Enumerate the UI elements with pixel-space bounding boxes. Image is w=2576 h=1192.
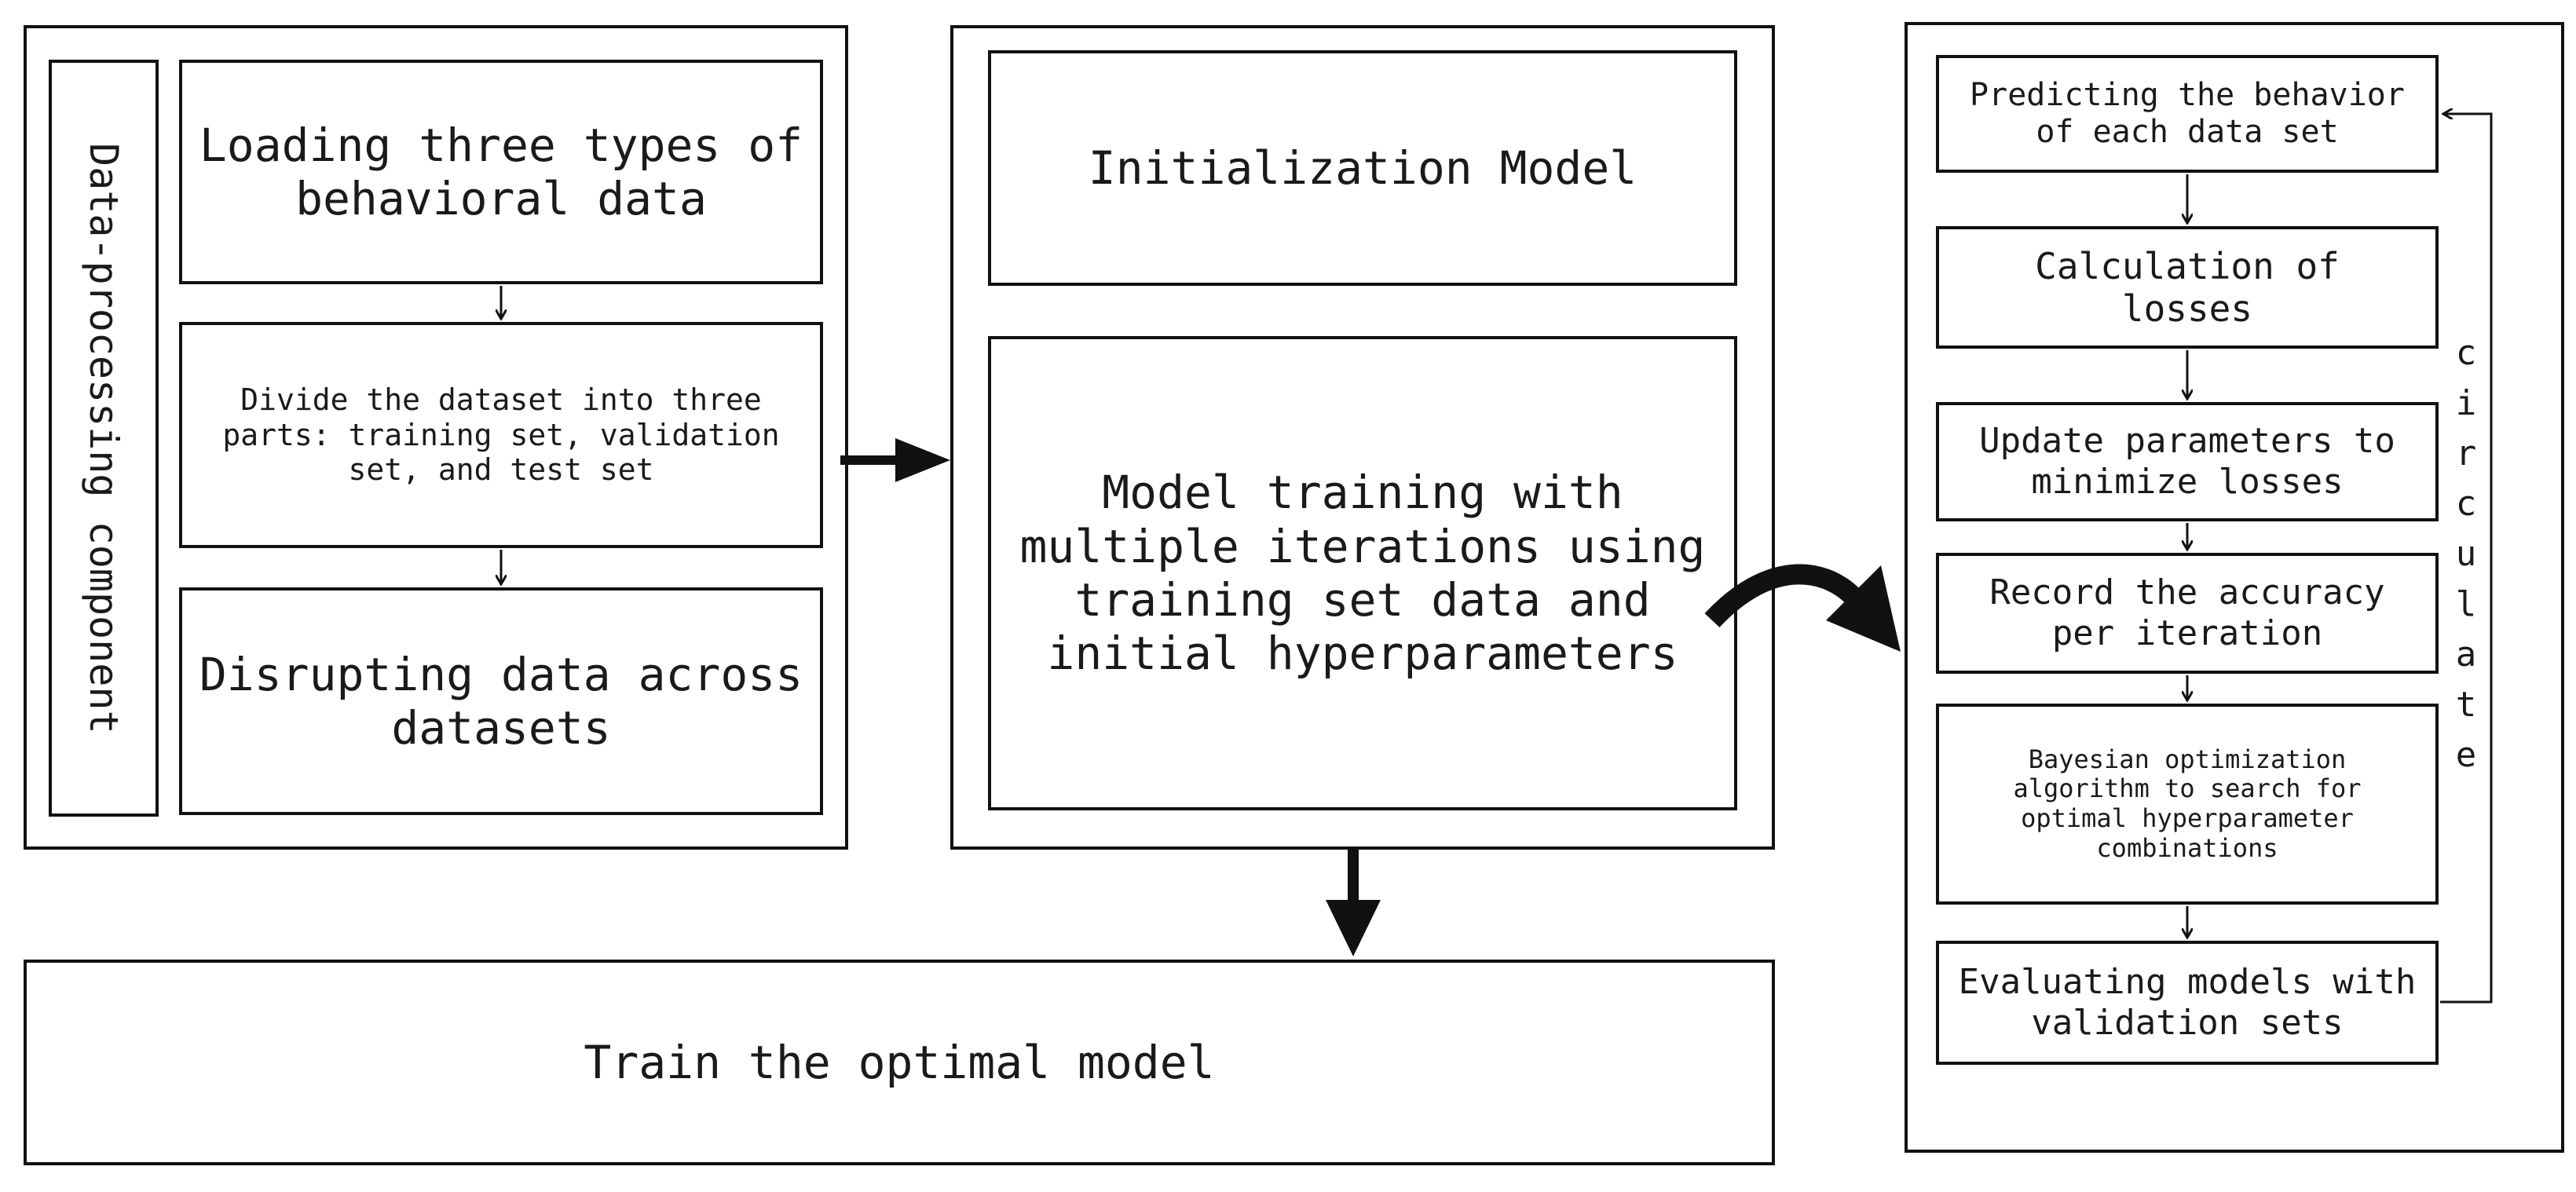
update-box: [1936, 402, 2439, 521]
circulate-label: c i r c u l a t e: [2442, 328, 2490, 781]
circulate-letter: c: [2455, 333, 2477, 373]
model-training-text: Model training with multiple iterations …: [1019, 466, 1706, 681]
divide-dataset-text: Divide the dataset into three parts: tra…: [222, 382, 780, 488]
arrow-data-to-model: [840, 438, 950, 482]
loss-box: [1936, 226, 2439, 349]
arrow-model-to-final: [1326, 848, 1381, 956]
circulate-letter: i: [2455, 383, 2477, 423]
circulate-letter: a: [2455, 634, 2477, 675]
init-model-box: [988, 50, 1737, 286]
record-text: Record the accuracy per iteration: [1989, 572, 2385, 653]
load-data-text: Loading three types of behavioral data: [199, 118, 803, 225]
optimal-model-box: [24, 960, 1775, 1165]
init-model-text: Initialization Model: [1088, 141, 1637, 195]
update-text: Update parameters to minimize losses: [1979, 421, 2395, 502]
model-training-box: [988, 336, 1737, 810]
predict-box: [1936, 55, 2439, 173]
bayes-box: [1936, 704, 2439, 905]
circulate-letter: u: [2455, 534, 2477, 574]
side-label-box: [49, 60, 159, 817]
record-box: [1936, 553, 2439, 674]
evaluate-box: [1936, 941, 2439, 1065]
evaluate-text: Evaluating models with validation sets: [1958, 962, 2417, 1043]
disrupt-data-text: Disrupting data across datasets: [199, 647, 803, 755]
load-data-box: [179, 60, 823, 284]
circulate-letter: l: [2455, 584, 2477, 624]
disrupt-data-box: [179, 587, 823, 815]
divide-dataset-box: [179, 322, 823, 548]
bayes-text: Bayesian optimization algorithm to searc…: [2013, 744, 2362, 863]
predict-text: Predicting the behavior of each data set: [1970, 76, 2405, 150]
circulate-letter: e: [2455, 735, 2477, 775]
optimal-model-text: Train the optimal model: [584, 1035, 1215, 1089]
circulate-letter: r: [2455, 433, 2477, 474]
circulate-letter: t: [2455, 685, 2477, 725]
side-label: Data-processing component: [81, 142, 126, 734]
arrow-loop-back: [2440, 114, 2493, 1004]
loss-text: Calculation of losses: [2035, 244, 2340, 330]
arrow-model-to-loop: [1704, 564, 1901, 652]
circulate-letter: c: [2455, 484, 2477, 524]
